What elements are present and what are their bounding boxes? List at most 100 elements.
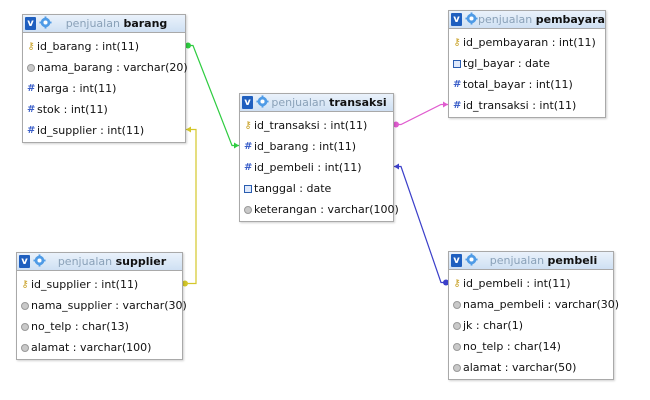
- column-row[interactable]: ⚷id_pembayaran : int(11): [449, 32, 605, 53]
- column-row[interactable]: tgl_bayar : date: [449, 53, 605, 74]
- column-row[interactable]: no_telp : char(14): [449, 336, 613, 357]
- table-name: supplier: [115, 254, 167, 268]
- numeric-column-icon: #: [27, 82, 36, 94]
- column-label: nama_pembeli : varchar(30): [463, 298, 620, 311]
- toggle-columns-button[interactable]: v: [19, 255, 30, 268]
- date-column-icon: [244, 184, 252, 193]
- numeric-column-icon: #: [27, 124, 36, 136]
- column-row[interactable]: ⚷id_transaksi : int(11): [240, 115, 393, 136]
- text-column-icon: [453, 363, 461, 372]
- column-row[interactable]: ⚷id_pembeli : int(11): [449, 273, 613, 294]
- column-label: id_transaksi : int(11): [254, 119, 368, 132]
- relation-line: [394, 103, 448, 126]
- table-header[interactable]: v penjualan supplier: [17, 253, 182, 271]
- table-header[interactable]: v penjualan pembayaran: [449, 11, 605, 29]
- column-label: total_bayar : int(11): [463, 78, 573, 91]
- column-row[interactable]: nama_pembeli : varchar(30): [449, 294, 619, 315]
- gear-icon: [33, 254, 46, 267]
- column-row[interactable]: no_telp : char(13): [17, 316, 182, 337]
- column-row[interactable]: #total_bayar : int(11): [449, 74, 605, 95]
- column-row[interactable]: nama_barang : varchar(20): [23, 57, 188, 78]
- column-label: id_pembayaran : int(11): [463, 36, 596, 49]
- column-label: harga : int(11): [37, 82, 117, 95]
- table-options-button[interactable]: [36, 15, 52, 32]
- column-row[interactable]: ⚷id_barang : int(11): [23, 36, 185, 57]
- column-label: id_transaksi : int(11): [463, 99, 577, 112]
- table-pembayaran[interactable]: v penjualan pembayaran ⚷id_pembayaran : in…: [448, 10, 606, 118]
- table-name: pembeli: [547, 253, 598, 267]
- toggle-columns-button[interactable]: v: [451, 254, 462, 267]
- numeric-column-icon: #: [244, 161, 253, 173]
- column-label: stok : int(11): [37, 103, 108, 116]
- column-row[interactable]: #id_supplier : int(11): [23, 120, 185, 141]
- database-name: penjualan: [489, 253, 545, 267]
- numeric-column-icon: #: [27, 103, 36, 115]
- column-row[interactable]: #id_pembeli : int(11): [240, 157, 393, 178]
- column-label: id_pembeli : int(11): [463, 277, 571, 290]
- relation-line: [394, 165, 448, 284]
- database-name: penjualan: [271, 95, 326, 109]
- primary-key-icon: ⚷: [244, 119, 252, 131]
- column-row[interactable]: #id_transaksi : int(11): [449, 95, 605, 116]
- table-transaksi[interactable]: v penjualan transaksi ⚷id_transaksi : int(…: [239, 93, 399, 222]
- column-row[interactable]: #harga : int(11): [23, 78, 185, 99]
- primary-key-icon: ⚷: [453, 277, 461, 289]
- column-label: nama_supplier : varchar(30): [31, 299, 187, 312]
- table-title: penjualan pembeli: [478, 252, 613, 269]
- column-label: id_pembeli : int(11): [254, 161, 362, 174]
- numeric-column-icon: #: [244, 140, 253, 152]
- column-label: alamat : varchar(100): [31, 341, 152, 354]
- column-label: id_barang : int(11): [37, 40, 140, 53]
- table-options-button[interactable]: [462, 11, 478, 28]
- column-label: no_telp : char(14): [463, 340, 561, 353]
- column-row[interactable]: ⚷id_supplier : int(11): [17, 274, 182, 295]
- relation-arrow: [186, 126, 191, 133]
- column-row[interactable]: #stok : int(11): [23, 99, 185, 120]
- column-row[interactable]: jk : char(1): [449, 315, 613, 336]
- table-header[interactable]: v penjualan transaksi: [240, 94, 393, 112]
- gear-icon: [465, 12, 478, 25]
- toggle-columns-button[interactable]: v: [451, 13, 462, 26]
- column-row[interactable]: keterangan : varchar(100): [240, 199, 399, 220]
- database-name: penjualan: [57, 254, 113, 268]
- gear-icon: [39, 16, 52, 29]
- table-header[interactable]: v penjualan pembeli: [449, 252, 613, 270]
- relation-line: [183, 128, 197, 285]
- table-pembeli[interactable]: v penjualan pembeli ⚷id_pembeli : int(11) n…: [448, 251, 619, 380]
- text-column-icon: [453, 321, 461, 330]
- text-column-icon: [21, 343, 29, 352]
- column-row[interactable]: #id_barang : int(11): [240, 136, 393, 157]
- table-options-button[interactable]: [30, 253, 46, 270]
- relation-arrow: [394, 163, 399, 170]
- column-row[interactable]: nama_supplier : varchar(30): [17, 295, 187, 316]
- table-supplier[interactable]: v penjualan supplier ⚷id_supplier : int(11…: [16, 252, 187, 360]
- text-column-icon: [453, 300, 461, 309]
- table-title: penjualan supplier: [46, 253, 182, 270]
- column-row[interactable]: alamat : varchar(50): [449, 357, 613, 378]
- numeric-column-icon: #: [453, 99, 462, 111]
- table-title: penjualan pembayaran: [478, 11, 605, 28]
- database-name: penjualan: [478, 12, 533, 26]
- relation-line: [186, 44, 239, 147]
- date-column-icon: [453, 59, 461, 68]
- column-row[interactable]: tanggal : date: [240, 178, 393, 199]
- table-options-button[interactable]: [462, 252, 478, 269]
- table-options-button[interactable]: [253, 94, 269, 111]
- toggle-columns-button[interactable]: v: [25, 17, 36, 30]
- numeric-column-icon: #: [453, 78, 462, 90]
- column-label: jk : char(1): [463, 319, 523, 332]
- table-name: transaksi: [329, 95, 387, 109]
- column-label: alamat : varchar(50): [463, 361, 577, 374]
- column-label: id_supplier : int(11): [31, 278, 139, 291]
- table-title: penjualan transaksi: [269, 94, 393, 111]
- gear-icon: [465, 253, 478, 266]
- text-column-icon: [21, 322, 29, 331]
- column-label: tgl_bayar : date: [463, 57, 550, 70]
- text-column-icon: [21, 301, 29, 310]
- column-label: keterangan : varchar(100): [254, 203, 399, 216]
- column-row[interactable]: alamat : varchar(100): [17, 337, 182, 358]
- toggle-columns-button[interactable]: v: [242, 96, 253, 109]
